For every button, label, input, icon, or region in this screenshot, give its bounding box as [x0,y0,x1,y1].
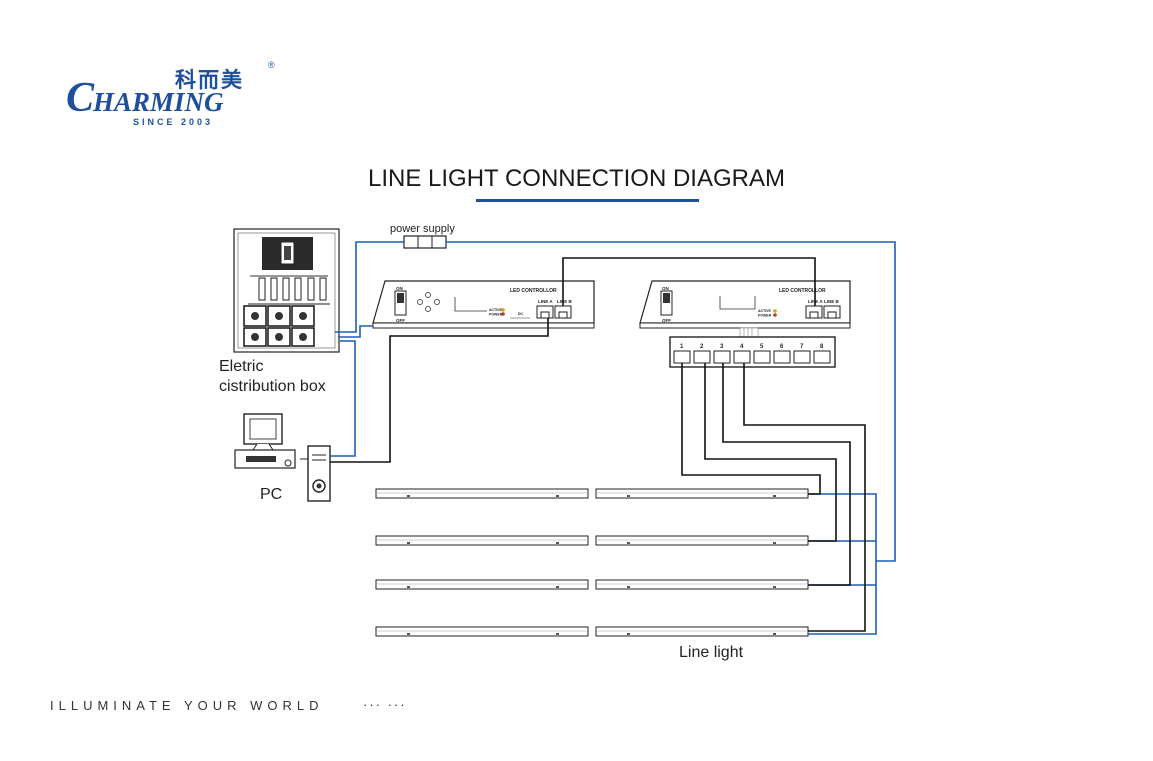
led-controller-2 [639,280,851,338]
pc [234,413,331,502]
distribution-box [233,228,340,353]
title-underline [476,199,699,202]
controller-1-dc-label: DC [518,312,524,316]
brand-word-rest: HARMING [93,87,224,117]
brand-word-initial: C [66,75,94,121]
splitter-port-8: 8 [820,344,824,350]
controller-2-power-label: POWER [758,314,772,318]
splitter-port-4: 4 [740,344,744,350]
splitter-port-7: 7 [800,344,804,350]
pc-label: PC [260,486,282,503]
controller-1-off-label: OFF [396,318,405,323]
controller-1-on-label: ON [396,286,403,291]
line-light-row-3 [375,579,809,590]
controller-1-port-b: LINE B [557,299,573,304]
controller-2-port-b: LINE B [824,299,840,304]
page-title: LINE LIGHT CONNECTION DIAGRAM [368,165,785,192]
power-supply [403,235,447,249]
registered-mark: ® [268,60,275,70]
splitter-port-5: 5 [760,344,764,350]
signal-wires [330,257,866,632]
led-controller-1 [372,280,595,329]
controller-2-off-label: OFF [662,318,671,323]
splitter-port-3: 3 [720,344,724,350]
splitter-port-1: 1 [680,344,684,350]
line-light-row-4 [375,626,809,637]
splitter-box [669,336,836,368]
footer-dots: ··· ··· [363,697,407,712]
controller-2-port-a: LINE A [808,299,823,304]
splitter-port-2: 2 [700,344,704,350]
line-light-row-2 [375,535,809,546]
line-light-row-1 [375,488,809,499]
power-supply-label: power supply [390,223,455,235]
distribution-box-label-line1: Eletric [219,358,263,375]
controller-1-power-label: POWER [489,313,503,317]
controller-2-on-label: ON [662,286,669,291]
footer-slogan: ILLUMINATE YOUR WORLD [50,698,324,713]
brand-wordmark: CHARMING [66,74,224,122]
line-light-label: Line light [679,644,744,661]
controller-1-active-label: ACTIVE [489,308,503,312]
controller-2-title: LED CONTROLLOR [779,288,826,294]
brand-chinese-name: 科而美 [175,68,244,92]
splitter-port-6: 6 [780,344,784,350]
brand-since: SINCE 2003 [133,117,214,127]
controller-1-port-a: LINE A [538,299,553,304]
controller-2-active-label: ACTIVE [758,309,772,313]
distribution-box-label-line2: cistribution box [219,378,326,395]
controller-1-title: LED CONTROLLOR [510,288,557,294]
